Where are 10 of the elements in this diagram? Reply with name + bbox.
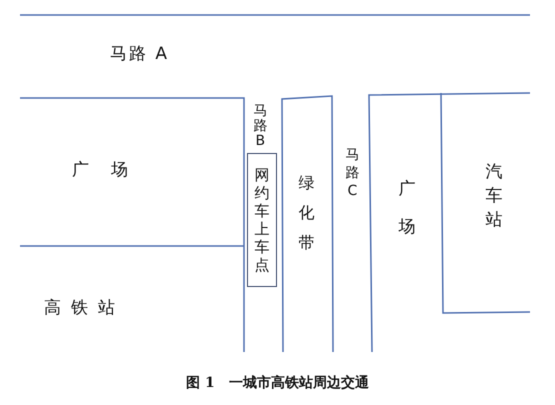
road-label: 马路C — [345, 146, 360, 200]
figure-caption: 图 1 一城市高铁站周边交通 — [185, 374, 370, 392]
road-label: 马路B — [253, 104, 268, 149]
area-label: 汽车站 — [485, 161, 503, 232]
area-label: 广场 — [398, 178, 416, 239]
area-label: 广场 — [72, 160, 150, 180]
area-label: 高铁站 — [44, 298, 125, 318]
road-label: 马路 A — [110, 44, 170, 64]
pickup-zone-box: 网约车上车点 — [247, 153, 277, 287]
area-label: 绿化带 — [298, 172, 315, 254]
